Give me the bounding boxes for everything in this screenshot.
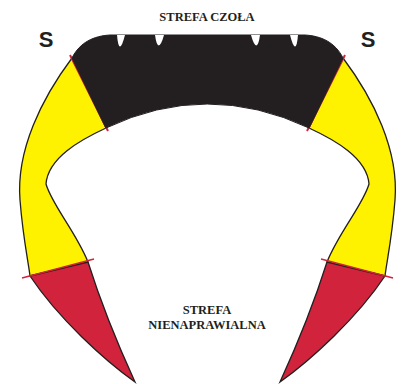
tread-groove	[117, 35, 298, 47]
position-mark: S	[26, 29, 66, 51]
zone-label: STREFA NIENAPRAWIALNA	[142, 303, 272, 333]
zone-label: STREFA CZOŁA	[127, 10, 287, 25]
tire-tread	[72, 35, 343, 128]
position-mark: S	[348, 29, 388, 51]
